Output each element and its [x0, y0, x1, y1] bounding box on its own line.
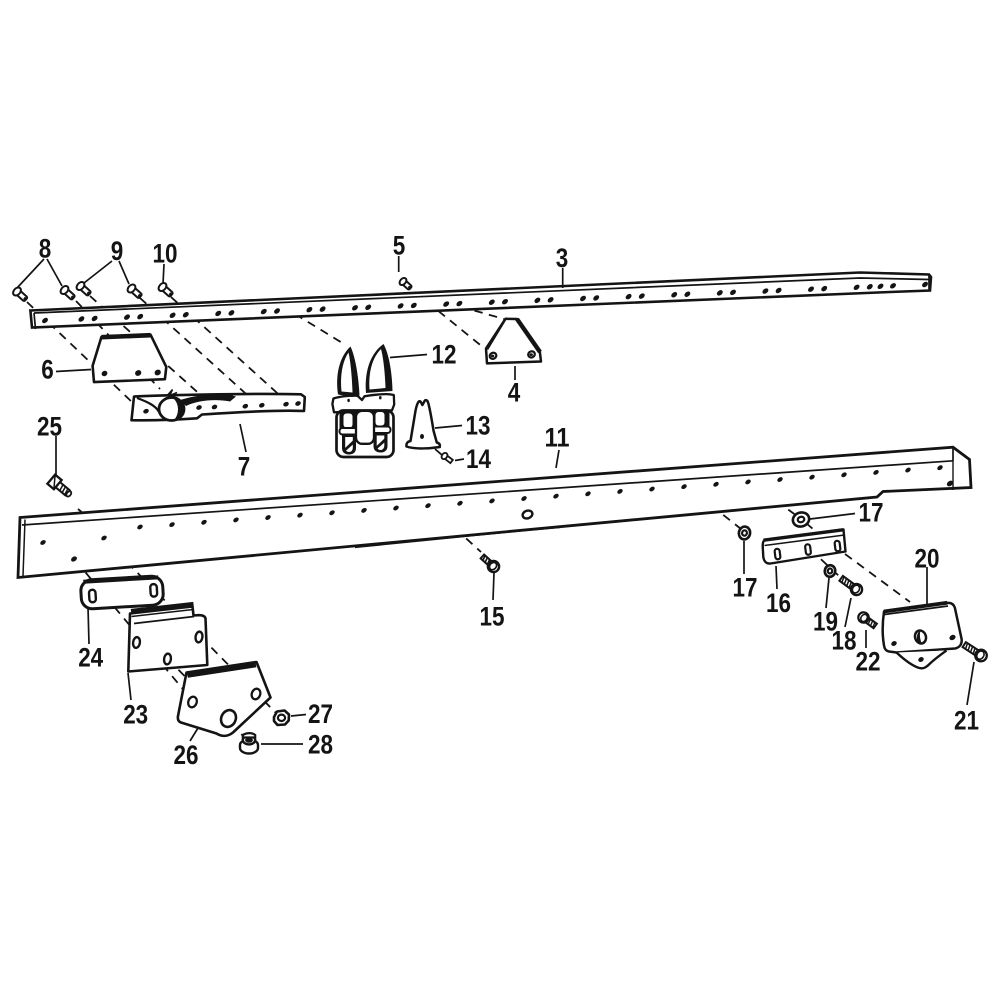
- svg-text:5: 5: [393, 231, 406, 261]
- svg-text:25: 25: [37, 412, 62, 442]
- svg-text:11: 11: [545, 423, 570, 453]
- svg-text:17: 17: [859, 498, 884, 528]
- svg-text:12: 12: [432, 340, 457, 370]
- svg-text:18: 18: [832, 626, 857, 656]
- svg-text:16: 16: [766, 588, 791, 618]
- svg-text:26: 26: [174, 740, 199, 770]
- svg-text:4: 4: [508, 378, 521, 408]
- svg-text:10: 10: [153, 239, 178, 269]
- svg-text:20: 20: [915, 544, 940, 574]
- svg-text:19: 19: [813, 607, 838, 637]
- svg-text:23: 23: [123, 700, 148, 730]
- svg-text:13: 13: [466, 411, 491, 441]
- svg-text:21: 21: [954, 706, 979, 736]
- svg-text:22: 22: [856, 647, 881, 677]
- svg-text:6: 6: [41, 355, 54, 385]
- svg-text:27: 27: [308, 699, 333, 729]
- svg-text:28: 28: [308, 730, 333, 760]
- svg-text:7: 7: [238, 452, 251, 482]
- svg-text:3: 3: [556, 243, 569, 273]
- svg-text:15: 15: [480, 602, 505, 632]
- svg-text:9: 9: [111, 236, 124, 266]
- svg-text:24: 24: [78, 643, 103, 673]
- svg-text:14: 14: [466, 444, 491, 474]
- svg-text:17: 17: [733, 573, 758, 603]
- svg-text:8: 8: [39, 234, 52, 264]
